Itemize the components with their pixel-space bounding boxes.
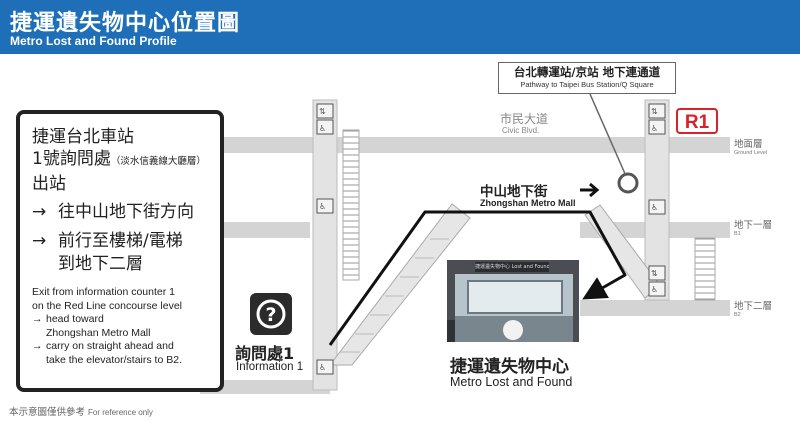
road-label-zh: 市民大道	[500, 112, 549, 126]
level-label-b1-zh: 地下一層	[734, 220, 773, 231]
directions-en-line2: on the Red Line concourse level	[32, 299, 183, 312]
directions-line2-main: 1號詢問處	[32, 149, 111, 169]
side-stairs	[694, 237, 716, 301]
directions-step2: → 前行至樓梯/電梯 到地下二層	[32, 230, 210, 276]
svg-text:♿: ♿	[651, 203, 658, 212]
lost-found-label-zh: 捷運遺失物中心	[450, 357, 569, 377]
road-label-en: Civic Blvd.	[502, 126, 540, 135]
b2-level-band	[580, 300, 730, 316]
directions-line2: 1號詢問處（淡水信義線大廳層）	[32, 148, 210, 173]
level-label-ground-zh: 地面層	[734, 139, 763, 150]
level-label-b1-en: B1	[734, 231, 741, 237]
pathway-callout-en: Pathway to Taipei Bus Station/Q Square	[520, 80, 654, 89]
directions-en-step1-text: head toward Zhongshan Metro Mall	[46, 313, 150, 340]
lost-found-photo: 捷運遺失物中心 Lost and Found	[447, 260, 579, 342]
escalator-up	[328, 203, 471, 366]
directions-step1-text: 往中山地下街方向	[58, 202, 194, 222]
b1-level-band	[200, 222, 310, 238]
svg-text:♿: ♿	[319, 124, 326, 133]
lost-found-label-en: Metro Lost and Found	[450, 375, 573, 389]
directions-step2-text: 前行至樓梯/電梯 到地下二層	[58, 230, 183, 276]
footnote-zh: 本示意圖僅供參考	[9, 407, 86, 418]
mall-label-zh: 中山地下街	[480, 184, 548, 200]
directions-panel: 捷運台北車站 1號詢問處（淡水信義線大廳層） 出站 → 往中山地下街方向 → 前…	[16, 110, 224, 392]
svg-text:⇅: ⇅	[651, 107, 658, 116]
directions-step1: → 往中山地下街方向	[32, 201, 210, 224]
level-label-b2-en: B2	[734, 312, 741, 318]
level-label-b2-zh: 地下二層	[734, 301, 773, 312]
elevator-icon-group	[316, 103, 666, 375]
directions-english: Exit from information counter 1 on the R…	[32, 286, 210, 367]
information-label-zh: 詢問處1	[235, 344, 295, 363]
directions-line3: 出站	[32, 174, 66, 194]
directions-en-step1-line-a: head toward	[46, 313, 104, 325]
pathway-callout: 台北轉運站/京站 地下連通道 Pathway to Taipei Bus Sta…	[498, 62, 676, 94]
directions-step2-line-b: 到地下二層	[58, 254, 143, 274]
svg-text:?: ?	[265, 304, 276, 326]
svg-text:♿: ♿	[319, 363, 326, 372]
station-cross-section: ⇅ ♿ ♿ ♿ ⇅ ♿ ♿ ⇅ ♿	[200, 93, 730, 394]
level-label-b2: 地下二層 B2	[734, 298, 772, 318]
svg-text:⇅: ⇅	[319, 107, 326, 116]
svg-text:♿: ♿	[651, 124, 658, 133]
question-mark-icon: ?	[250, 293, 292, 335]
level-label-b1: 地下一層 B1	[734, 217, 772, 237]
route-path	[328, 210, 627, 346]
arrow-right-icon: →	[32, 313, 43, 325]
pathway-marker	[617, 172, 639, 194]
svg-text:♿: ♿	[651, 285, 658, 294]
pathway-callout-zh: 台北轉運站/京站 地下連通道	[513, 65, 661, 79]
directions-en-step1: → head toward Zhongshan Metro Mall	[32, 313, 210, 340]
svg-text:♿: ♿	[319, 202, 326, 211]
level-label-ground-en: Ground Level	[734, 150, 768, 156]
photo-sign: 捷運遺失物中心 Lost and Found	[475, 262, 549, 272]
arrow-right-icon: →	[32, 231, 47, 251]
arrow-right-icon: →	[32, 340, 43, 352]
title-banner: 捷運遺失物中心位置圖 Metro Lost and Found Profile	[0, 0, 800, 54]
directions-en-step1-line-b: Zhongshan Metro Mall	[46, 326, 151, 339]
stair-column	[342, 129, 360, 281]
directions-line1: 捷運台北車站	[32, 127, 134, 147]
metro-logo-icon	[503, 320, 523, 340]
information-label-en: Information 1	[236, 361, 304, 373]
page-title: 捷運遺失物中心位置圖	[10, 11, 241, 36]
directions-line2-note: （淡水信義線大廳層）	[110, 156, 206, 167]
page-subtitle: Metro Lost and Found Profile	[10, 34, 177, 48]
directions-en-line1: Exit from information counter 1	[32, 286, 175, 298]
level-label-ground: 地面層 Ground Level	[734, 136, 767, 156]
mall-direction-arrow	[580, 182, 600, 198]
left-elevator-shaft	[312, 99, 338, 391]
directions-en-step2-line-b: take the elevator/stairs to B2.	[46, 353, 182, 366]
directions-step2-line-a: 前行至樓梯/電梯	[58, 231, 183, 251]
arrow-right-icon: →	[32, 202, 47, 222]
mall-label-en: Zhongshan Metro Mall	[480, 198, 576, 208]
directions-en-step2-text: carry on straight ahead and take the ele…	[46, 340, 182, 367]
svg-text:⇅: ⇅	[651, 269, 658, 278]
directions-en-step2-line-a: carry on straight ahead and	[46, 340, 174, 352]
directions-en-step2: → carry on straight ahead and take the e…	[32, 340, 210, 367]
concourse-band	[200, 380, 330, 394]
footnote-en: For reference only	[88, 408, 153, 417]
station-badge-r1: R1	[676, 108, 718, 134]
